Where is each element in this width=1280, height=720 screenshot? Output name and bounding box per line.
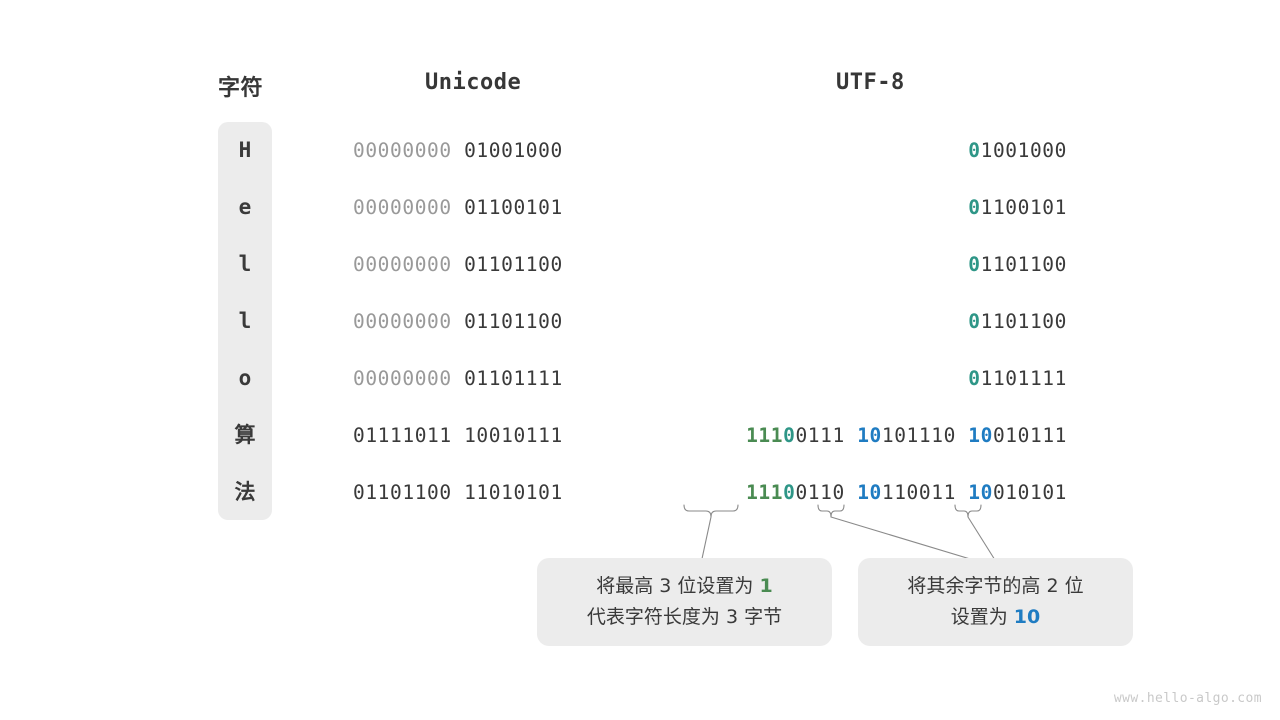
bit-run: 1 (759, 575, 773, 598)
bit-run (452, 253, 464, 276)
character-cell: 法 (234, 480, 256, 504)
callout-line: 设置为 10 (951, 602, 1041, 633)
callout-line: 代表字符长度为 3 字节 (587, 602, 782, 633)
bit-run: 1101100 (980, 253, 1067, 276)
callout-continuation-bits: 将其余字节的高 2 位设置为 10 (858, 558, 1133, 646)
character-cell: 算 (234, 423, 256, 447)
bit-run: 01101111 (464, 367, 563, 390)
bit-run: 01100101 (464, 196, 563, 219)
bit-run: 111 (746, 481, 784, 504)
bit-run: 00000000 (353, 310, 452, 333)
utf8-bits-cell: 01101111 (968, 350, 1067, 407)
character-column-panel (218, 122, 272, 520)
bit-run: 10 (968, 481, 993, 504)
bit-run (452, 424, 464, 447)
utf8-bits-cell: 11100110 10110011 10010101 (746, 464, 1067, 521)
bit-run: 10 (857, 481, 882, 504)
bit-run: 01111011 (353, 424, 452, 447)
bit-run: 01101100 (464, 253, 563, 276)
bit-run: 01101100 (464, 310, 563, 333)
bit-run: 11010101 (464, 481, 563, 504)
bit-run: 10 (968, 424, 993, 447)
character-cell: e (238, 195, 252, 219)
bit-run (452, 367, 464, 390)
column-header-unicode: Unicode (425, 70, 522, 95)
bit-run (845, 481, 857, 504)
bit-run: 0110 (795, 481, 845, 504)
bit-run: 111 (746, 424, 784, 447)
bit-run: 0 (968, 310, 981, 333)
character-cell: l (238, 252, 252, 276)
utf8-bits-cell: 01101100 (968, 236, 1067, 293)
bit-run: 10 (1013, 606, 1041, 628)
bit-run: 01001000 (464, 139, 563, 162)
callout-line: 将最高 3 位设置为 1 (596, 571, 772, 602)
bit-run: 0111 (795, 424, 845, 447)
bit-run: 代表字符长度为 3 字节 (586, 606, 783, 628)
bit-run: 0 (968, 367, 981, 390)
bit-run: 0 (968, 139, 981, 162)
bit-run (956, 481, 968, 504)
watermark: www.hello-algo.com (1113, 691, 1262, 706)
bit-run (452, 196, 464, 219)
callout-line: 将其余字节的高 2 位 (907, 571, 1083, 602)
column-header-utf8: UTF-8 (836, 70, 905, 95)
bit-run: 1101100 (980, 310, 1067, 333)
bit-run (956, 424, 968, 447)
bit-run: 110011 (881, 481, 956, 504)
utf8-bits-cell: 11100111 10101110 10010111 (746, 407, 1067, 464)
bit-run: 0 (783, 481, 796, 504)
bit-run: 1100101 (980, 196, 1067, 219)
bit-run: 将最高 3 位设置为 (596, 575, 760, 598)
utf8-bits-cell: 01100101 (968, 179, 1067, 236)
bit-run (452, 481, 464, 504)
bit-run: 0 (783, 424, 796, 447)
unicode-bits-cell: 00000000 01101100 (353, 236, 563, 293)
utf8-bits-cell: 01101100 (968, 293, 1067, 350)
unicode-bits-cell: 00000000 01101111 (353, 350, 563, 407)
bit-run: 设置为 (950, 606, 1014, 628)
bit-run: 010101 (992, 481, 1067, 504)
unicode-bits-cell: 01101100 11010101 (353, 464, 563, 521)
bit-run: 1001000 (980, 139, 1067, 162)
bit-run: 01101100 (353, 481, 452, 504)
bit-run: 将其余字节的高 2 位 (907, 575, 1084, 598)
character-cell: o (238, 366, 252, 390)
utf8-bits-cell: 01001000 (968, 122, 1067, 179)
bit-run: 00000000 (353, 139, 452, 162)
bit-run (845, 424, 857, 447)
unicode-bits-cell: 00000000 01001000 (353, 122, 563, 179)
character-cell: H (238, 138, 252, 162)
bit-run: 10 (857, 424, 882, 447)
unicode-bits-cell: 01111011 10010111 (353, 407, 563, 464)
unicode-bits-cell: 00000000 01100101 (353, 179, 563, 236)
bit-run: 010111 (992, 424, 1067, 447)
bit-run: 1101111 (980, 367, 1067, 390)
bit-run: 0 (968, 253, 981, 276)
bit-run: 00000000 (353, 253, 452, 276)
unicode-bits-cell: 00000000 01101100 (353, 293, 563, 350)
bit-run: 00000000 (353, 196, 452, 219)
bit-run: 10010111 (464, 424, 563, 447)
column-header-character: 字符 (218, 76, 264, 101)
bit-run: 0 (968, 196, 981, 219)
bit-run: 00000000 (353, 367, 452, 390)
callout-leading-bits: 将最高 3 位设置为 1 代表字符长度为 3 字节 (537, 558, 832, 646)
bit-run (452, 139, 464, 162)
character-cell: l (238, 309, 252, 333)
bit-run: 101110 (881, 424, 956, 447)
bit-run (452, 310, 464, 333)
